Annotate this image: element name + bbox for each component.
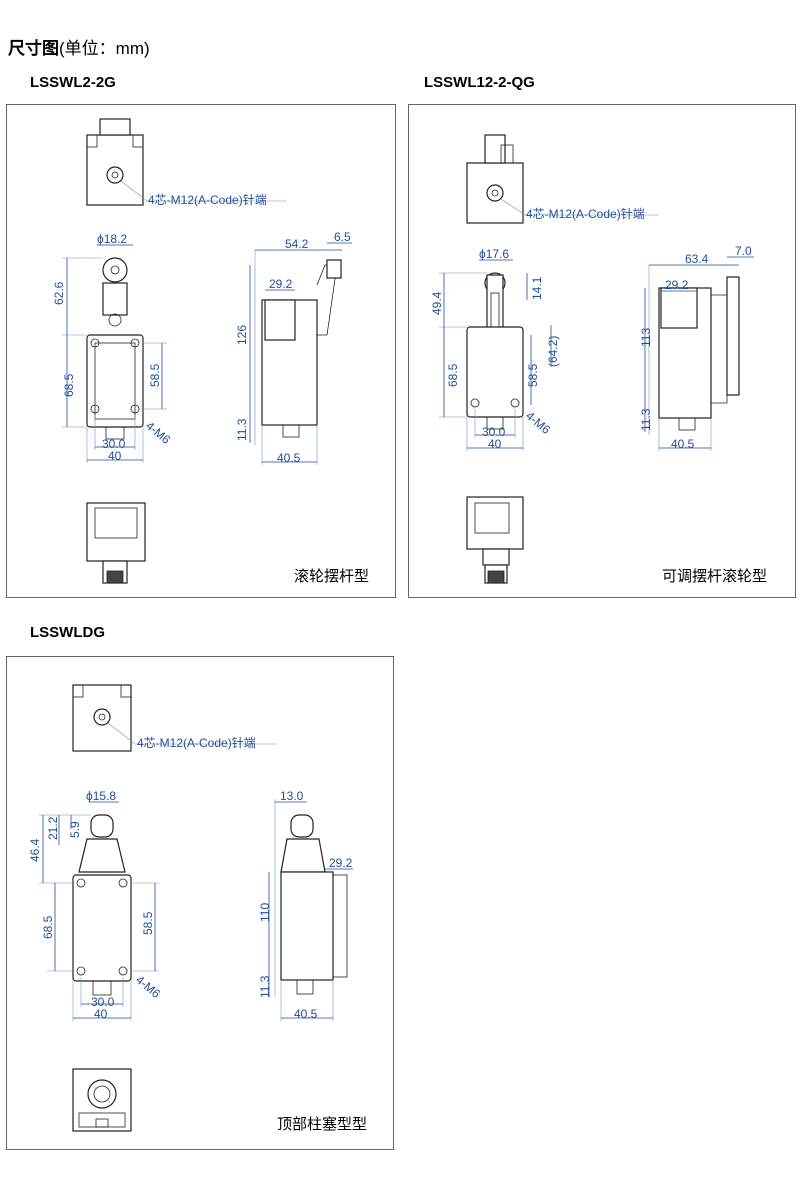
dim-side-height: 113 [639,328,653,347]
dim-paren-height: (64.2) [546,336,560,367]
side-view: 63.4 7.0 29.2 113 11.3 40.5 [639,244,754,451]
dim-inner-width: 30.0 [482,425,506,439]
dim-inner-height: 58.5 [141,911,155,935]
panel-lsswl2-2g: 4芯-M12(A-Code)针端 ϕ18.2 62.6 68.5 58 [6,104,396,598]
side-view: 54.2 6.5 29.2 126 11.3 40.5 [235,230,352,465]
dim-body-height: 68.5 [41,915,55,939]
panel-lsswldg: 4芯-M12(A-Code)针端 ϕ15.8 46.4 21.2 5.9 68.… [6,656,394,1150]
dim-mount-holes: 4-M6 [143,419,173,448]
dim-side-bottom: 11.3 [639,408,653,431]
panel-lsswl12-2-qg: 4芯-M12(A-Code)针端 ϕ17.6 49.4 14.1 (64.2) … [408,104,796,598]
top-view: 4芯-M12(A-Code)针端 [466,134,659,224]
dim-total-height: 46.4 [28,838,42,862]
dim-side-tip: 6.5 [334,230,351,244]
dim-plunger-height: 21.2 [46,816,60,840]
bottom-view [466,496,524,584]
dim-side-mid: 29.2 [329,856,353,870]
type-label-lsswl2-2g: 滚轮摆杆型 [294,568,370,585]
dim-mount-holes: 4-M6 [133,973,163,1002]
dim-side-depth: 40.5 [277,451,301,465]
front-view: ϕ17.6 49.4 14.1 (64.2) 68.5 58.5 4-M6 30… [430,247,560,451]
top-view: 4芯-M12(A-Code)针端 [72,684,277,752]
dim-outer-width: 40 [108,449,122,463]
dim-side-mid: 29.2 [665,278,689,292]
dim-diameter: ϕ15.8 [86,789,116,803]
connector-label: 4芯-M12(A-Code)针端 [148,192,267,207]
front-view: ϕ18.2 62.6 68.5 58.5 4-M6 30.0 40 [52,232,173,463]
dim-outer-width: 40 [488,437,502,451]
dim-side-mid: 29.2 [269,277,293,291]
section-title-lsswl12-2-qg: LSSWL12-2-QG [424,74,535,91]
dim-small-height: 14.1 [530,276,544,300]
dim-inner-width: 30.0 [91,995,115,1009]
drawing-lsswl12-2-qg: 4芯-M12(A-Code)针端 ϕ17.6 49.4 14.1 (64.2) … [430,134,754,584]
dim-body-height: 68.5 [62,373,76,397]
type-label-lsswldg: 顶部柱塞型型 [277,1116,368,1133]
dim-cap-height: 5.9 [68,821,82,838]
dim-inner-height: 58.5 [526,363,540,387]
dim-side-bottom: 11.3 [258,975,272,998]
page-title: 尺寸图(单位：mm) [8,39,150,58]
dim-diameter: ϕ18.2 [97,232,127,246]
dim-side-width: 54.2 [285,237,309,251]
dim-inner-width: 30.0 [102,437,126,451]
dim-mount-holes: 4-M6 [523,409,553,438]
dim-side-width: 63.4 [685,252,709,266]
connector-label: 4芯-M12(A-Code)针端 [137,735,256,750]
dim-side-height: 110 [258,903,272,922]
dim-lever-height: 49.4 [430,291,444,315]
dim-side-depth: 40.5 [671,437,695,451]
type-label-lsswl12-2-qg: 可调摆杆滚轮型 [662,568,768,585]
dim-diameter: ϕ17.6 [479,247,509,261]
top-view: 4芯-M12(A-Code)针端 [86,118,287,207]
dim-outer-width: 40 [94,1007,108,1021]
bottom-view [86,502,146,584]
section-title-lsswldg: LSSWLDG [30,624,105,641]
dim-side-height: 126 [235,325,249,345]
side-view: 13.0 29.2 110 11.3 40.5 [258,789,353,1021]
connector-label: 4芯-M12(A-Code)针端 [526,206,645,221]
dim-side-top: 13.0 [280,789,304,803]
dim-inner-height: 58.5 [148,363,162,387]
dim-side-tip: 7.0 [735,244,752,258]
drawing-lsswl2-2g: 4芯-M12(A-Code)针端 ϕ18.2 62.6 68.5 58 [52,118,352,584]
front-view: ϕ15.8 46.4 21.2 5.9 68.5 58.5 4-M6 30.0 [28,789,163,1021]
dim-lever-height: 62.6 [52,281,66,305]
dim-side-depth: 40.5 [294,1007,318,1021]
drawing-lsswldg: 4芯-M12(A-Code)针端 ϕ15.8 46.4 21.2 5.9 68.… [28,684,353,1132]
bottom-view [72,1068,132,1132]
dim-body-height: 68.5 [446,363,460,387]
section-title-lsswl2-2g: LSSWL2-2G [30,74,116,91]
dim-side-bottom: 11.3 [235,418,249,441]
